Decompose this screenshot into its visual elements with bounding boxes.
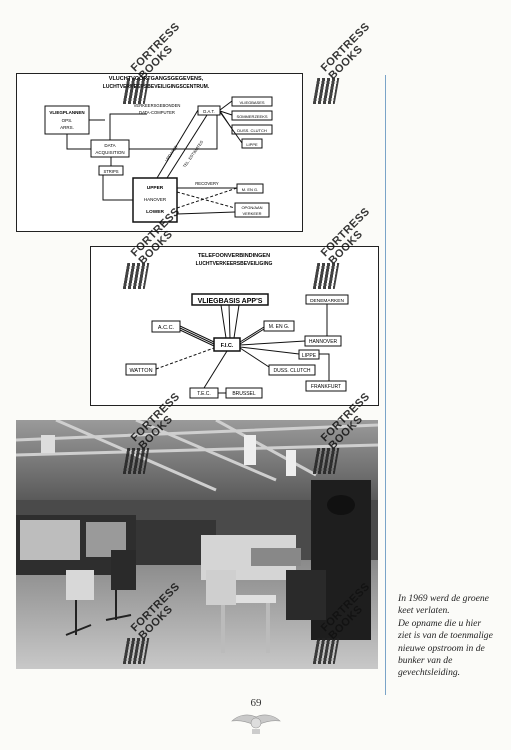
caption-line: bunker van de xyxy=(398,655,453,667)
duss-clutch-label: DUSS. CLUTCH xyxy=(237,128,267,133)
telephone-connections-diagram-svg: TELEFOONVERBINDINGEN LUCHTVERKEERSBEVEIL… xyxy=(125,253,349,399)
sommerzeeks-label: SOMMERZEEKS xyxy=(236,114,267,119)
diagram1-title-1: VLUCHTVOORTGANGSGEGEVENS, xyxy=(109,76,204,82)
caption-line: De opname die u hier xyxy=(398,617,482,629)
page-number: 69 xyxy=(250,697,262,709)
tel-estimates-label: TEL. ESTIMATES xyxy=(182,139,205,168)
margin-rule xyxy=(385,75,386,695)
watton-label: WATTON xyxy=(129,368,152,374)
fic-label: F.I.C. xyxy=(221,343,234,349)
wings-emblem-icon xyxy=(231,714,281,734)
caption-line: gevechtsleiding. xyxy=(398,667,461,679)
diagram2-title-2: LUCHTVERKEERSBEVEILIGING xyxy=(196,261,273,267)
lippe2-label: LIPPE xyxy=(302,353,317,359)
acquisition-label: ACQUISITION xyxy=(95,150,124,155)
vliegplannen-label: VLIEGPLANNEN xyxy=(49,110,84,115)
duss-clutch2-label: DUSS. CLUTCH xyxy=(274,368,311,374)
lippe-label: LIPPE xyxy=(246,142,258,147)
vliegbases-label: VLIEGBASES xyxy=(239,100,264,105)
strips-label: STRIPS xyxy=(103,169,118,174)
recovery-label: RECOVERY xyxy=(195,181,219,186)
caption-line: keet verlaten. xyxy=(398,605,450,617)
tec-label: T.E.C. xyxy=(197,391,211,397)
caption-line: In 1969 werd de groene xyxy=(398,593,489,604)
ops-label: OPS. xyxy=(62,118,73,123)
data-computer-label: DATA-COMPUTER xyxy=(139,110,175,115)
opgnaam-label: OPGN/AAN xyxy=(241,205,262,210)
caption-line: nieuwe opstroom in de xyxy=(398,642,485,654)
verkeer-label: VERKEER xyxy=(242,211,261,216)
flight-progress-diagram: VLUCHTVOORTGANGSGEGEVENS, LUCHTVERKEERSB… xyxy=(16,73,303,232)
frankfurt-label: FRANKFURT xyxy=(311,384,341,390)
vliegbasis-label: VLIEGBASIS APP'S xyxy=(198,298,263,305)
diagram2-title-1: TELEFOONVERBINDINGEN xyxy=(198,253,270,259)
meng-label: M. EN G. xyxy=(242,187,258,192)
diagram1-title-2: LUCHTVERKEERSBEVEILIGINGSCENTRUM. xyxy=(103,84,210,90)
verkeersgebonden-label: VERKEERSGEBONDEN xyxy=(134,103,181,108)
photo-illustration xyxy=(16,420,378,669)
meng2-label: M. EN G. xyxy=(269,324,290,330)
acc-label: A.C.C. xyxy=(158,325,175,331)
caption-line: ziet is van de toenmalige xyxy=(398,630,493,642)
data-label: DATA xyxy=(104,143,115,148)
flight-progress-diagram-svg: VLUCHTVOORTGANGSGEGEVENS, LUCHTVERKEERSB… xyxy=(44,76,273,223)
updates-label: UPDATES xyxy=(164,144,179,162)
bunker-control-room-photo xyxy=(16,420,378,669)
arrs-label: ARRS. xyxy=(60,125,74,130)
brussel-label: BRUSSEL xyxy=(232,391,256,397)
denemarken-label: DENEMARKEN xyxy=(310,298,344,304)
hanover-label: HANOVER xyxy=(144,197,167,202)
upper-label: UPPER xyxy=(147,185,164,191)
lower-label: LOWER xyxy=(146,209,164,215)
hannover-label: HANNOVER xyxy=(309,339,338,345)
dat-label: D.A.T. xyxy=(203,109,214,114)
photo-caption: In 1969 werd de groene keet verlaten. De… xyxy=(398,593,498,680)
